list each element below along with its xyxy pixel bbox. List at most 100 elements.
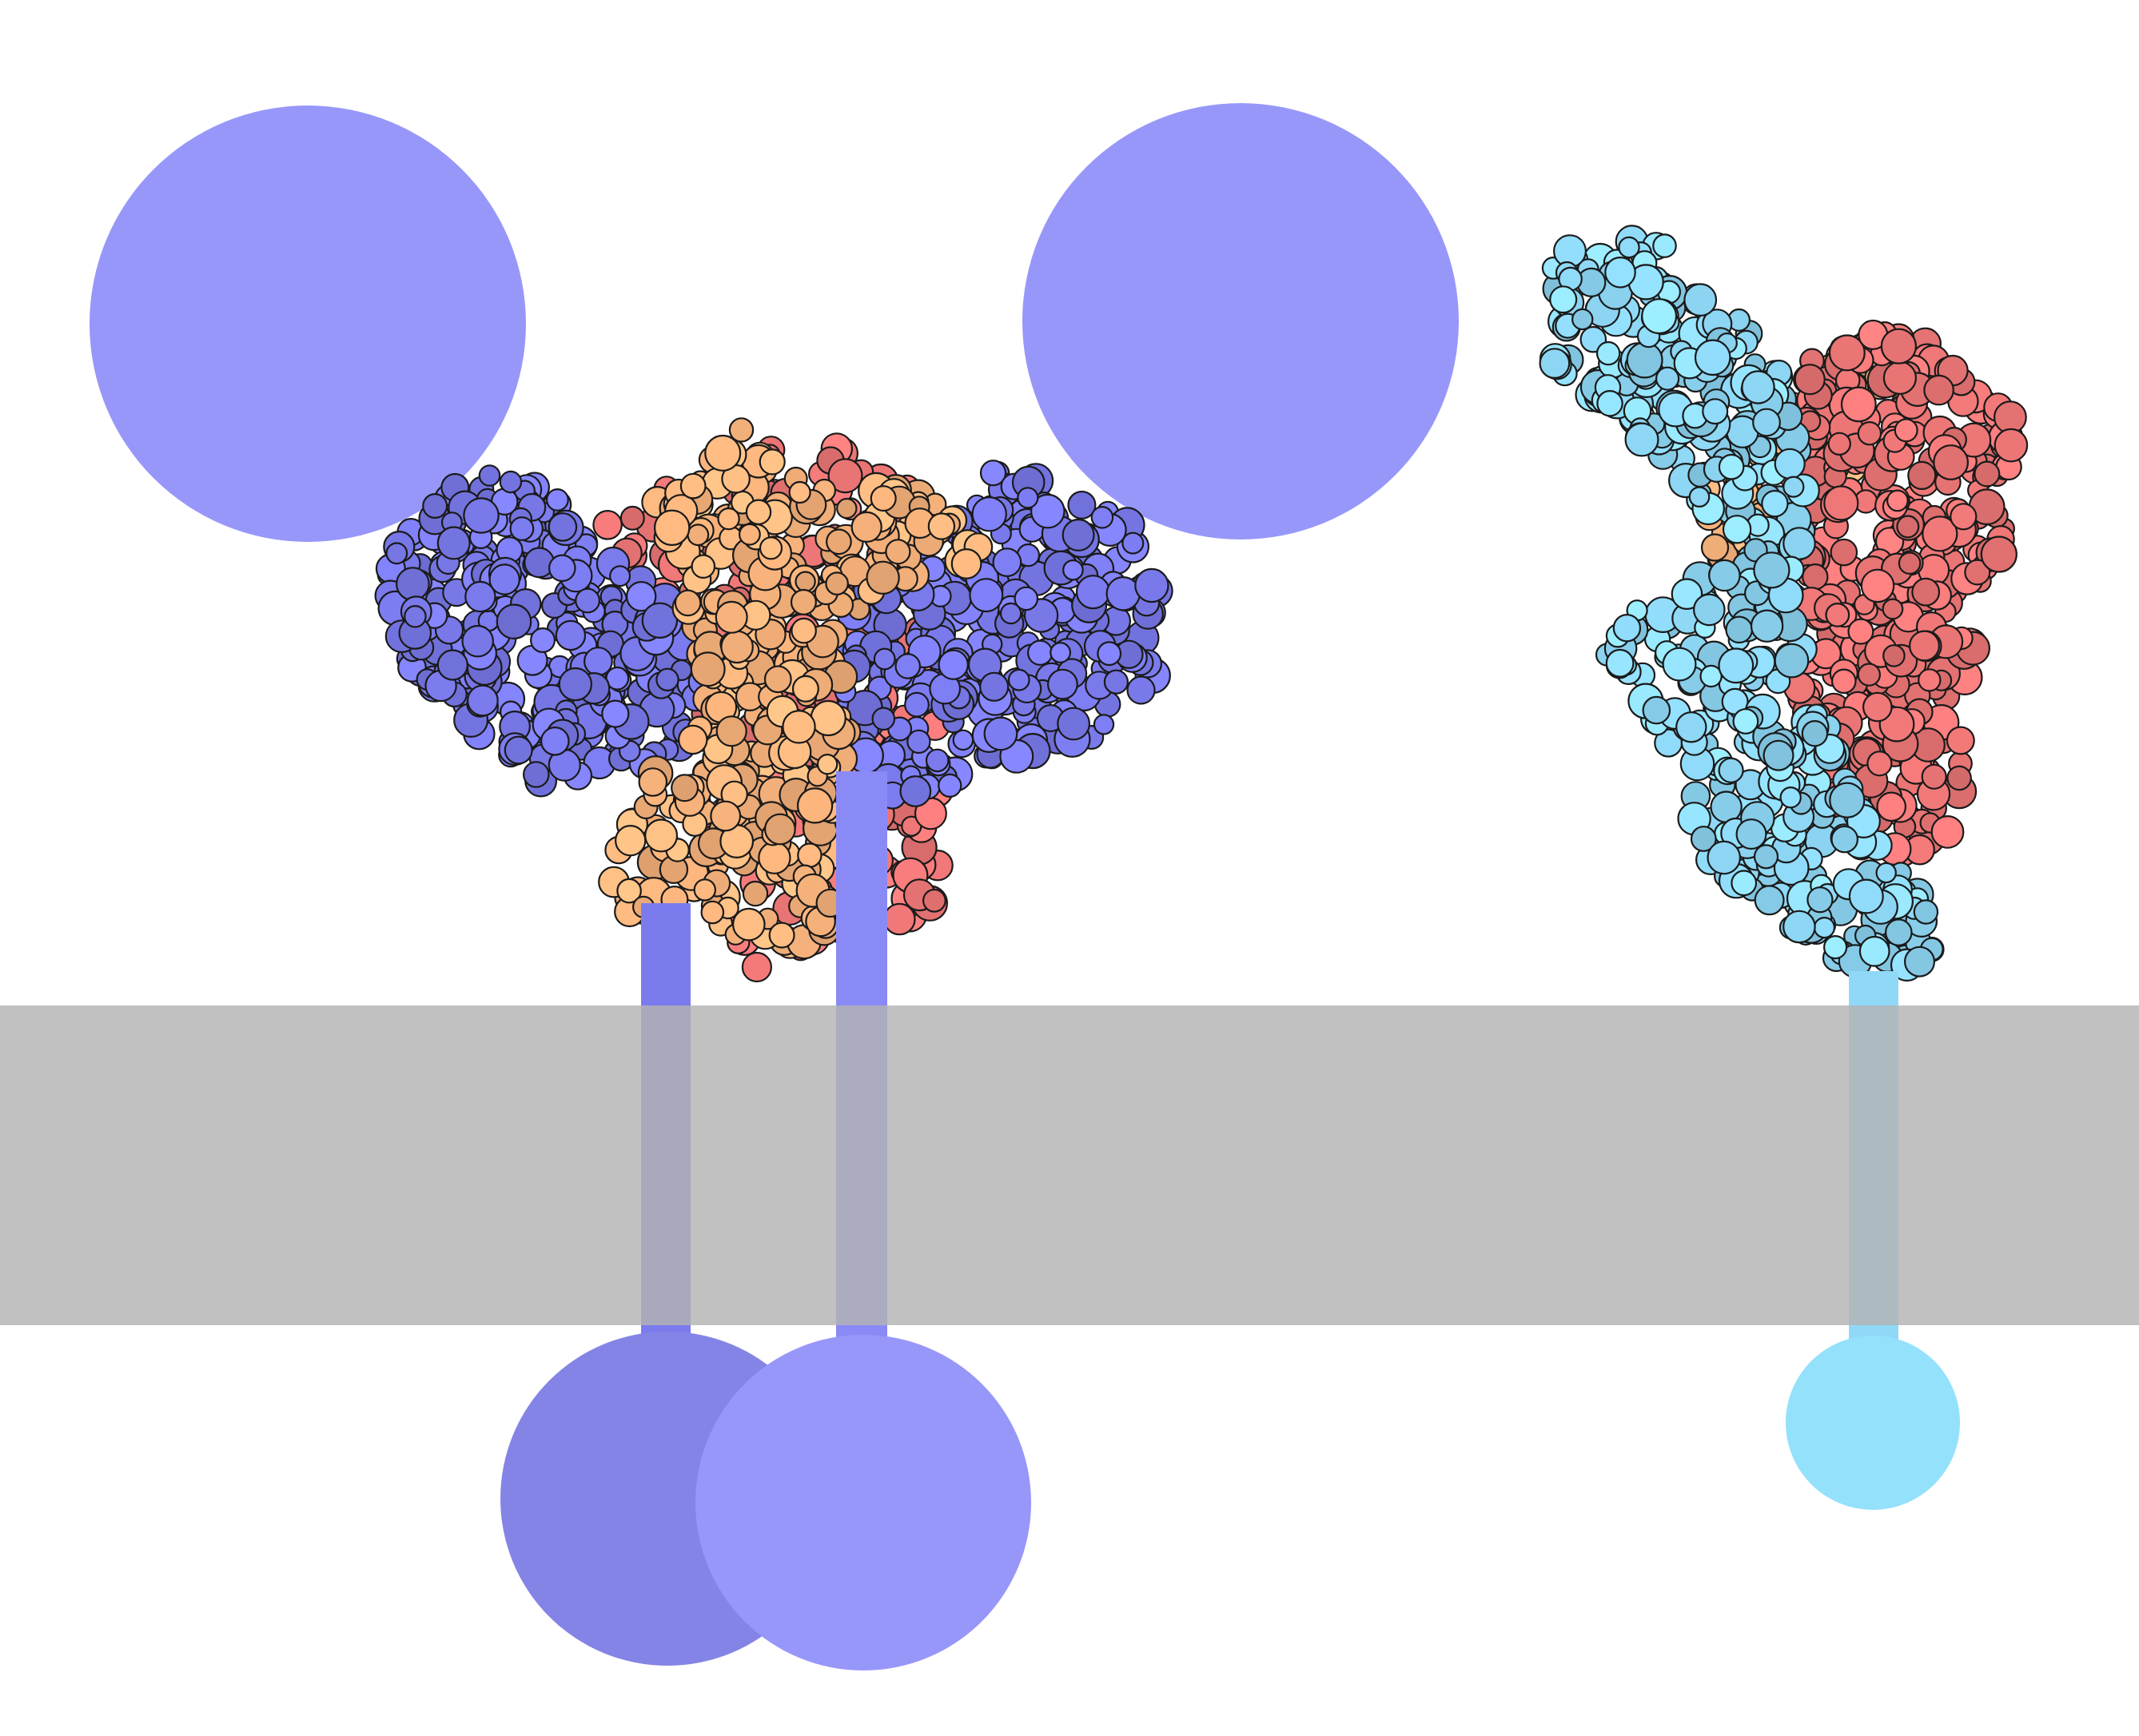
red-chain-right-atom: [1974, 460, 2001, 488]
blue-chain-left-atom: [488, 563, 520, 595]
orange-chain-atom: [764, 813, 796, 846]
blue-chain-left-atom: [396, 567, 430, 601]
cyan-chain-atom: [1699, 664, 1723, 688]
orange-chain-atom: [759, 536, 783, 560]
red-chain-right-atom: [1898, 551, 1922, 575]
orange-chain-atom: [715, 600, 748, 634]
blue-chain-left-atom: [641, 602, 679, 639]
cyan-chain-atom: [1753, 551, 1790, 589]
blue-chain-right-atom: [1050, 642, 1071, 663]
red-chain-right-atom: [1847, 618, 1874, 645]
red-chain-right-atom: [1921, 763, 1947, 790]
cyan-chain-atom: [1641, 298, 1678, 335]
red-chain-right-atom: [1831, 668, 1857, 695]
orange-chain-atom: [742, 880, 769, 907]
receptor-domain-bottom-front: [695, 1335, 1031, 1670]
blue-chain-left-atom: [385, 542, 408, 565]
red-chain-right-atom: [1946, 765, 1972, 791]
blue-chain-left-atom: [404, 604, 427, 628]
cyan-chain-atom: [1539, 348, 1571, 380]
orange-chain-atom: [704, 434, 742, 472]
blue-chain-left-atom: [626, 581, 657, 612]
red-chain-right-atom: [1882, 360, 1917, 395]
blue-chain-left-atom: [436, 649, 468, 681]
orange-chain-atom: [717, 507, 740, 531]
cyan-chain-atom: [1604, 256, 1636, 289]
red-chain-right-atom: [1918, 668, 1942, 692]
blue-chain-left-atom: [522, 761, 550, 788]
receptor-domain-top-left: [90, 106, 526, 542]
blue-chain-right-atom: [899, 775, 932, 807]
cyan-chain-atom: [1694, 339, 1731, 376]
orange-chain-atom: [678, 724, 708, 755]
red-chain-atom: [741, 951, 773, 983]
orange-chain-atom: [654, 509, 691, 547]
cyan-chain-atom: [1549, 285, 1578, 314]
blue-chain-right-atom: [1093, 714, 1115, 735]
cyan-chain-atom: [1782, 527, 1816, 560]
cyan-chain-atom: [1750, 609, 1784, 643]
blue-chain-right-atom: [1126, 675, 1156, 705]
right-protein-cluster: [1539, 225, 2029, 982]
orange-chain-atom: [791, 675, 819, 703]
blue-chain-right-atom: [1134, 567, 1169, 603]
cyan-chain-atom: [1752, 408, 1781, 437]
orange-chain-atom: [816, 754, 838, 775]
blue-chain-right-atom: [979, 460, 1007, 487]
blue-chain-right-atom: [971, 496, 1007, 532]
red-chain-right-atom: [1933, 444, 1970, 480]
blue-chain-right-atom: [1007, 668, 1030, 691]
orange-chain-atom: [745, 499, 772, 525]
cyan-chain-atom: [1913, 899, 1939, 925]
blue-chain-left-atom: [461, 624, 495, 658]
orange-chain-atom: [674, 589, 702, 617]
orange-chain-atom: [825, 571, 849, 595]
blue-chain-right-atom: [1014, 586, 1039, 611]
receptor-domain-bottom-cyan: [1786, 1336, 1960, 1510]
cyan-chain-atom: [1801, 720, 1829, 747]
red-chain-right-atom: [1907, 460, 1937, 491]
red-chain-right-atom: [1923, 374, 1954, 406]
red-chain-right-atom: [1862, 691, 1893, 723]
cyan-chain-atom: [1652, 233, 1677, 258]
cyan-chain-atom: [1741, 370, 1775, 404]
blue-chain-right-atom: [992, 547, 1022, 577]
orange-chain-atom: [715, 715, 747, 747]
red-chain-atom: [592, 509, 623, 540]
red-chain-right-atom: [1828, 334, 1866, 372]
cyan-chain-atom: [1731, 870, 1758, 897]
blue-chain-right-atom: [873, 647, 896, 671]
blue-chain-left-atom: [548, 512, 578, 542]
orange-chain-atom: [693, 878, 717, 902]
cyan-chain-atom: [1885, 918, 1913, 946]
cyan-chain-atom: [1605, 648, 1635, 678]
cyan-chain-atom: [1725, 615, 1754, 644]
red-chain-right-atom: [1980, 536, 2018, 573]
orange-chain-atom: [788, 480, 811, 504]
red-chain-right-atom: [1825, 603, 1850, 627]
blue-chain-left-atom: [655, 667, 679, 692]
cyan-chain-atom: [1612, 614, 1642, 643]
red-chain-right-atom: [1857, 421, 1882, 446]
cyan-chain-atom: [1722, 515, 1752, 544]
red-chain-atom: [922, 888, 946, 913]
cyan-chain-atom: [1662, 647, 1697, 682]
blue-chain-left-atom: [436, 526, 471, 560]
blue-chain-right-atom: [1075, 575, 1111, 610]
cyan-chain-atom: [1774, 643, 1810, 679]
cyan-chain-atom: [1830, 825, 1859, 854]
cyan-chain-atom: [1875, 862, 1897, 884]
blue-chain-left-atom: [548, 554, 576, 583]
blue-chain-left-atom: [558, 667, 593, 702]
red-chain-right-atom: [1823, 485, 1859, 521]
orange-chain-atom: [638, 767, 668, 797]
cyan-chain-atom: [1675, 711, 1707, 743]
cyan-chain-atom: [1735, 818, 1767, 850]
blue-chain-right-atom: [1057, 707, 1090, 741]
orange-chain-atom: [758, 841, 791, 874]
orange-chain-atom: [691, 554, 716, 579]
red-chain-right-atom: [1964, 559, 1991, 586]
orange-chain-atom: [796, 787, 834, 824]
blue-chain-right-atom: [952, 729, 974, 751]
blue-chain-left-atom: [509, 516, 535, 541]
